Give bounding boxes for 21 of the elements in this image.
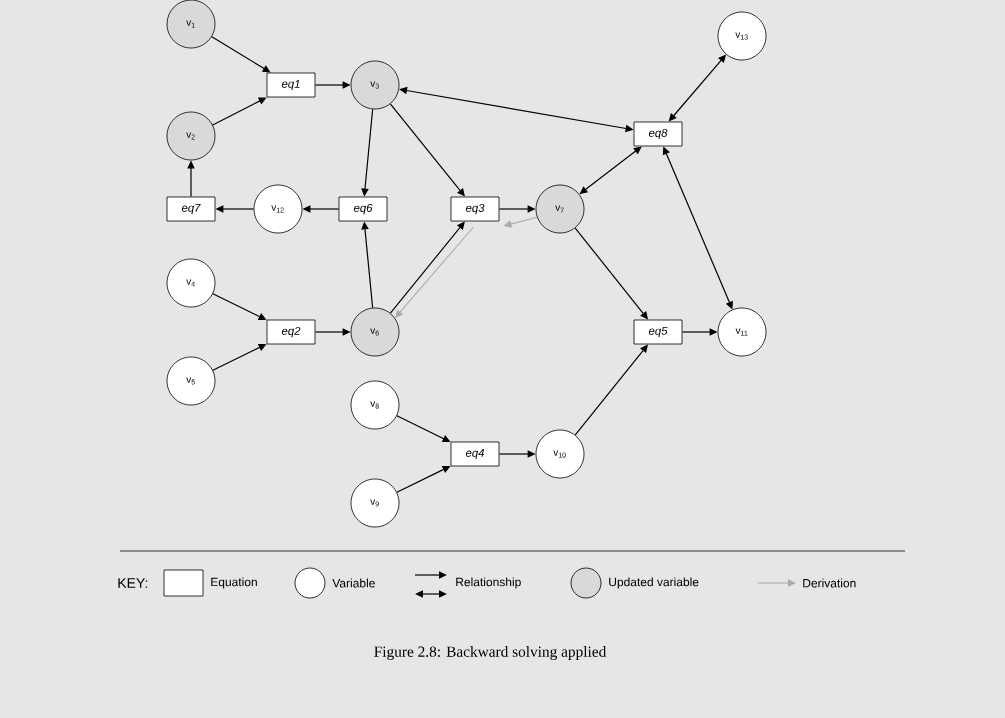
equation-box: eq5 <box>633 319 683 345</box>
arrow <box>211 36 271 73</box>
equation-box: eq8 <box>633 121 683 147</box>
equation-box: eq6 <box>338 196 388 222</box>
arrow <box>389 103 465 197</box>
equation-box: eq3 <box>450 196 500 222</box>
key-label: KEY: <box>118 578 148 588</box>
legend-text: Derivation <box>803 578 856 588</box>
legend-text: Updated variable <box>609 577 699 589</box>
arrow <box>212 97 267 126</box>
caption: Figure 2.8: Backward solving applied <box>374 646 607 660</box>
derivation-arrow <box>395 226 475 318</box>
legend-text: Variable <box>332 578 375 588</box>
legend-text: Relationship <box>456 577 521 589</box>
equation-box: eq4 <box>450 441 500 467</box>
arrow <box>389 221 465 314</box>
arrow <box>574 344 648 436</box>
equation-box: eq7 <box>166 196 216 222</box>
legend-text: Equation <box>211 577 257 589</box>
equation-box: eq2 <box>266 319 316 345</box>
equation-box: eq1 <box>266 72 316 98</box>
